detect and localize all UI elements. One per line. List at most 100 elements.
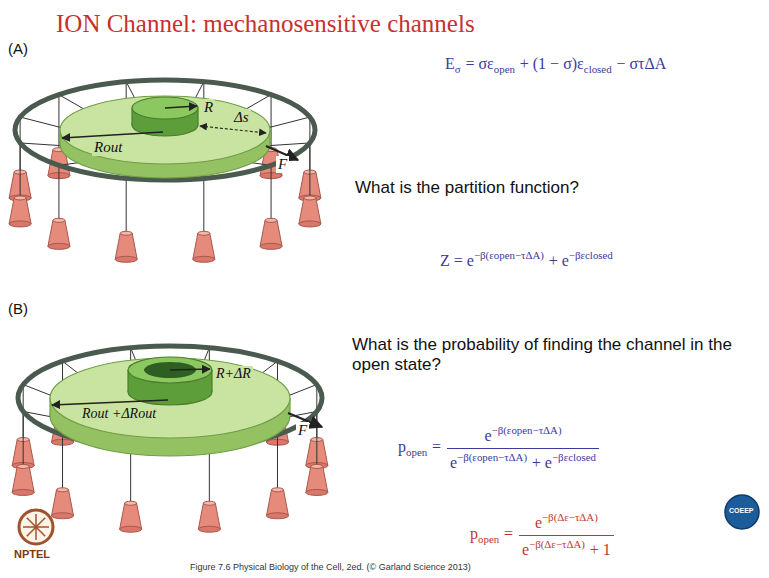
weight-base xyxy=(299,195,321,201)
coeep-logo xyxy=(725,495,759,529)
hanging-string xyxy=(316,411,317,466)
weight xyxy=(52,490,74,516)
equation: Eσ= σεopen+ (1 − σ)εclosed− στΔA xyxy=(445,55,666,76)
width-dimension xyxy=(200,126,266,133)
support-ring xyxy=(15,80,315,180)
weight-top xyxy=(304,196,316,200)
channel-protein-top xyxy=(132,97,198,119)
equation: popen=e−β(Δε−τΔA)e−β(Δε−τΔA)+ 1 xyxy=(470,512,614,558)
equation: Z = e−β(εopen−τΔA) + e−βεclosed xyxy=(440,250,613,270)
hanging-string xyxy=(277,435,278,490)
hanging-string xyxy=(126,178,127,233)
equation-term: = xyxy=(504,525,513,542)
panel-letter: (B) xyxy=(8,300,28,317)
weight-base xyxy=(198,526,220,532)
dimension-arrow xyxy=(165,106,197,108)
equation: popen=e−β(εopen−τΔA)e−β(εopen−τΔA)+ e−βε… xyxy=(398,425,599,471)
force-label: F xyxy=(296,422,309,439)
outer-radius-label: Rout +ΔRout xyxy=(80,406,158,422)
equation-lead: popen= xyxy=(470,525,513,546)
hanging-string xyxy=(58,165,59,220)
weight-base xyxy=(266,513,288,519)
weight xyxy=(306,466,328,492)
superscript: −β(εopen−τΔA) xyxy=(492,424,562,436)
logo-spoke xyxy=(23,526,36,528)
denominator: e−β(Δε−τΔA)+ 1 xyxy=(519,535,614,559)
subscript: open xyxy=(478,533,499,545)
equation-term: e xyxy=(535,514,542,531)
weight-base xyxy=(9,221,31,227)
weight xyxy=(266,490,288,516)
logo-spoke xyxy=(36,518,45,527)
equation-term: e xyxy=(450,454,457,471)
subscript: closed xyxy=(584,63,612,75)
tension-string xyxy=(20,117,63,128)
hanging-string xyxy=(271,95,272,150)
weight-base xyxy=(193,256,215,262)
hanging-string xyxy=(20,143,21,198)
weight xyxy=(193,233,215,259)
tension-string xyxy=(286,385,317,397)
weight-top xyxy=(311,464,323,468)
equation-term: + (1 − σ)ε xyxy=(520,55,584,72)
weight-top xyxy=(271,488,283,492)
equation-term: − στΔA xyxy=(616,55,666,72)
hanging-string xyxy=(203,178,204,233)
logo-ring xyxy=(19,510,53,544)
equation-term: = xyxy=(432,438,441,455)
equation-term: E xyxy=(445,55,455,72)
weight-top xyxy=(17,464,29,468)
tension-string xyxy=(23,385,54,397)
equation-term: e xyxy=(484,427,491,444)
question-text: What is the probability of finding the c… xyxy=(352,335,764,374)
weight-base xyxy=(48,243,70,249)
equation-term: = σε xyxy=(465,55,493,72)
subscript: open xyxy=(406,446,427,458)
weight-top xyxy=(125,501,137,505)
equation-term: p xyxy=(398,438,406,455)
hanging-string xyxy=(62,435,63,490)
superscript: −βεclosed xyxy=(552,451,596,463)
hanging-string xyxy=(130,448,131,503)
numerator: e−β(εopen−τΔA) xyxy=(481,425,564,448)
hanging-string xyxy=(209,448,210,503)
channel-illustration xyxy=(12,346,328,532)
radius-label: R xyxy=(202,99,215,116)
weight-base xyxy=(120,526,142,532)
logo-spoke xyxy=(36,527,45,536)
fraction: e−β(εopen−τΔA)e−β(εopen−τΔA)+ e−βεclosed xyxy=(447,425,599,471)
force-label: F xyxy=(276,156,289,173)
logo-spoke xyxy=(35,514,37,527)
equation-term: + 1 xyxy=(590,541,611,558)
weight xyxy=(9,198,31,224)
hanging-string xyxy=(309,143,310,198)
radius-label: R+ΔR xyxy=(214,366,253,382)
numerator: e−β(Δε−τΔA) xyxy=(532,512,601,535)
weight xyxy=(260,220,282,246)
membrane-disc-top xyxy=(60,96,270,164)
weight-base xyxy=(12,489,34,495)
membrane-disc-top xyxy=(50,358,290,438)
equation-term: + e xyxy=(549,252,569,269)
superscript: −βεclosed xyxy=(569,249,613,261)
denominator: e−β(εopen−τΔA)+ e−βεclosed xyxy=(447,448,599,472)
weight xyxy=(198,503,220,529)
equation-lead: Z = e−β(εopen−τΔA) + e−βεclosed xyxy=(440,250,613,270)
channel-protein-edge xyxy=(127,370,128,392)
weight xyxy=(120,503,142,529)
weight xyxy=(115,233,137,259)
fraction: e−β(Δε−τΔA)e−β(Δε−τΔA)+ 1 xyxy=(519,512,614,558)
logo-spoke xyxy=(36,526,49,528)
weight-top xyxy=(57,488,69,492)
logo-text: NPTEL xyxy=(14,548,50,561)
superscript: −β(εopen−τΔA) xyxy=(474,249,544,261)
logo-text: COEEP xyxy=(729,507,754,515)
equation-term: Z = e xyxy=(440,252,474,269)
channel-protein-edge xyxy=(211,370,212,392)
tension-string xyxy=(266,117,309,128)
weight xyxy=(299,198,321,224)
panel-letter: (A) xyxy=(8,40,28,57)
equation-lead: Eσ= σεopen+ (1 − σ)εclosed− στΔA xyxy=(445,55,666,76)
